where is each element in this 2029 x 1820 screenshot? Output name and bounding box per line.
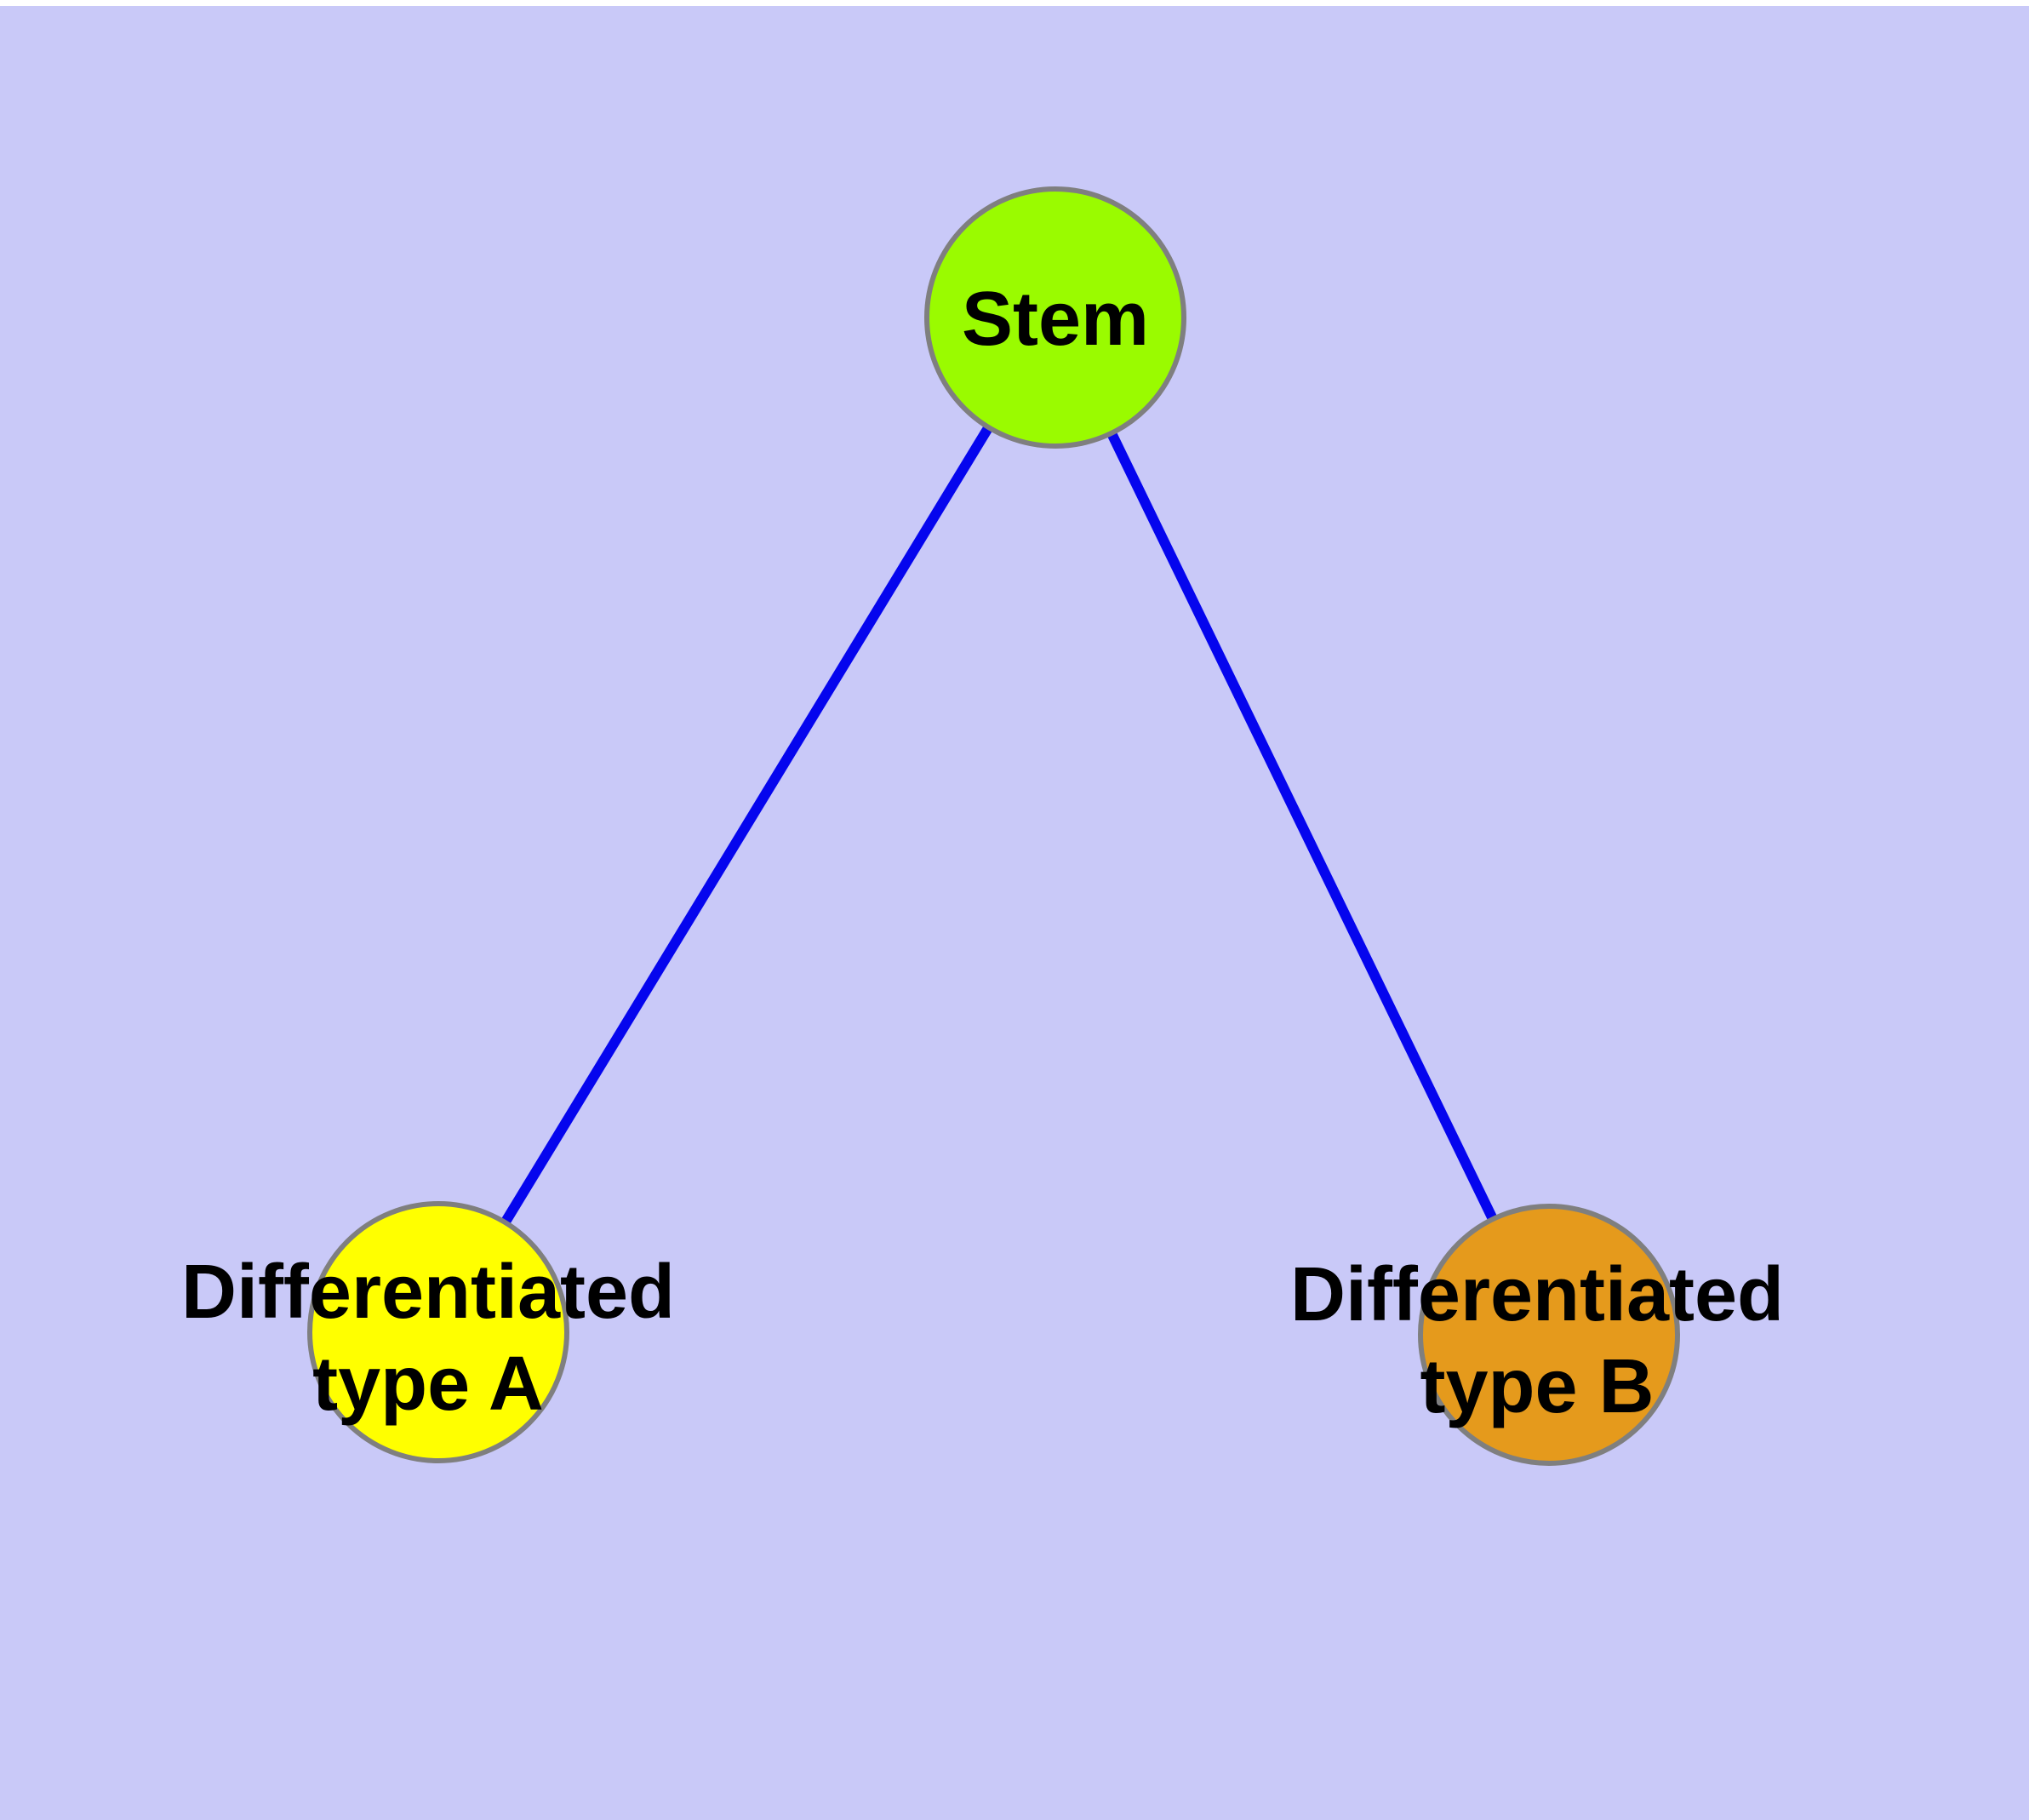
node-type-b-label-line2: type B [1420, 1344, 1654, 1429]
node-type-a-label-line1: Differentiated [181, 1250, 675, 1335]
node-stem-circle [924, 186, 1186, 449]
node-type-a-label-line2: type A [312, 1342, 544, 1427]
node-type-a-circle [307, 1201, 569, 1463]
edge-stem-to-type-b [1050, 315, 1554, 1337]
edge-stem-to-type-a [433, 314, 1060, 1336]
node-stem-label: Stem [962, 277, 1149, 362]
node-type-b-circle [1418, 1204, 1680, 1466]
node-type-b-label-line1: Differentiated [1290, 1252, 1784, 1337]
